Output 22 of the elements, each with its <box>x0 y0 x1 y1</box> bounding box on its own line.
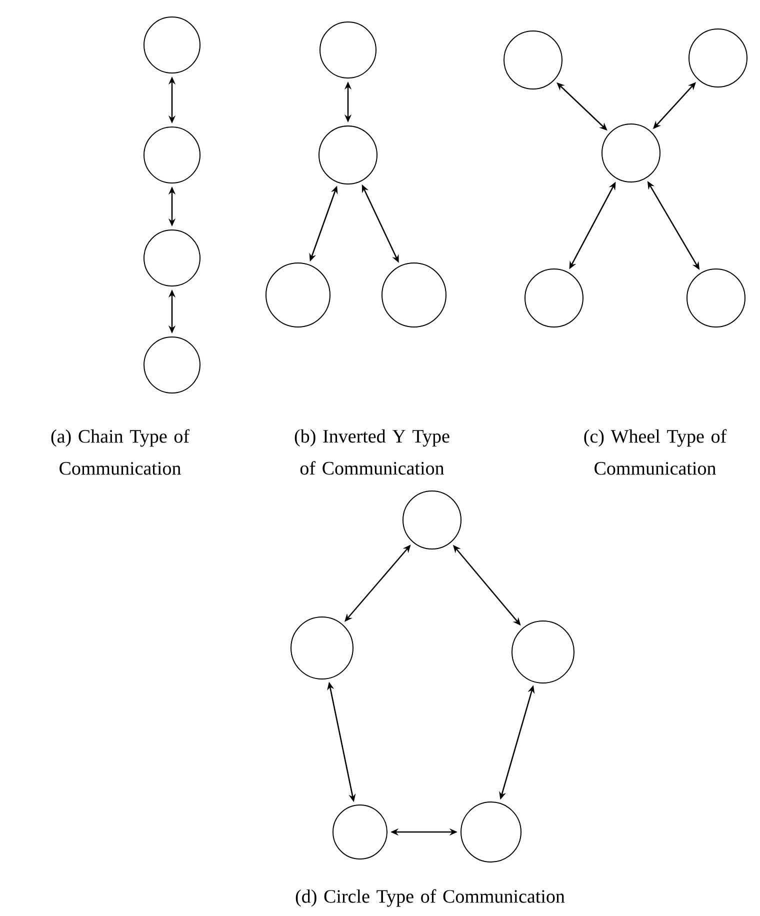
circle-node <box>602 124 660 182</box>
circle-node <box>512 620 574 684</box>
circle-node <box>144 230 200 286</box>
circle-node <box>144 16 200 74</box>
circle-node <box>144 126 200 184</box>
circle-node <box>266 262 330 328</box>
circle-node <box>144 336 200 394</box>
circle-node <box>524 268 584 328</box>
circle-node <box>402 490 462 550</box>
caption: (a) Chain Type of Communication <box>51 429 190 475</box>
circle-node <box>686 268 746 328</box>
circle-node <box>382 262 446 328</box>
circle-node <box>460 802 522 862</box>
circle-node <box>318 126 378 184</box>
caption: (d) Circle Type of Communication <box>296 889 565 907</box>
circle-node <box>504 30 562 90</box>
circle-node <box>290 616 354 680</box>
caption: (c) Wheel Type of Communication <box>584 429 727 475</box>
circle-node <box>332 804 388 860</box>
circle-node <box>688 28 748 88</box>
circle-node <box>320 22 376 78</box>
caption: (b) Inverted Y Type of Communication <box>294 429 450 475</box>
